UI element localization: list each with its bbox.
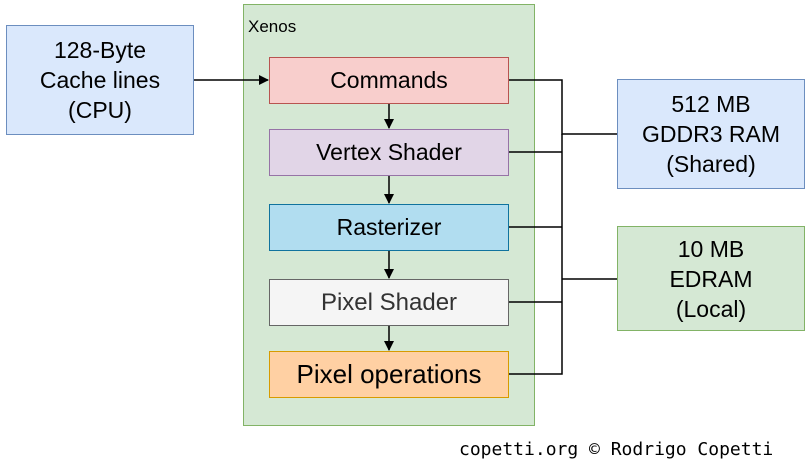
vertex-shader-stage: Vertex Shader [269, 129, 509, 176]
credit-text: copetti.org © Rodrigo Copetti [459, 439, 774, 460]
gddr3-ram-box: 512 MB GDDR3 RAM (Shared) [617, 79, 805, 189]
commands-stage: Commands [269, 57, 509, 104]
pixel-shader-stage: Pixel Shader [269, 279, 509, 326]
edram-box: 10 MB EDRAM (Local) [617, 226, 805, 331]
pixel-operations-stage: Pixel operations [269, 351, 509, 398]
cpu-cache-box: 128-Byte Cache lines (CPU) [6, 25, 194, 135]
xenos-title: Xenos [248, 17, 297, 36]
rasterizer-stage: Rasterizer [269, 204, 509, 251]
